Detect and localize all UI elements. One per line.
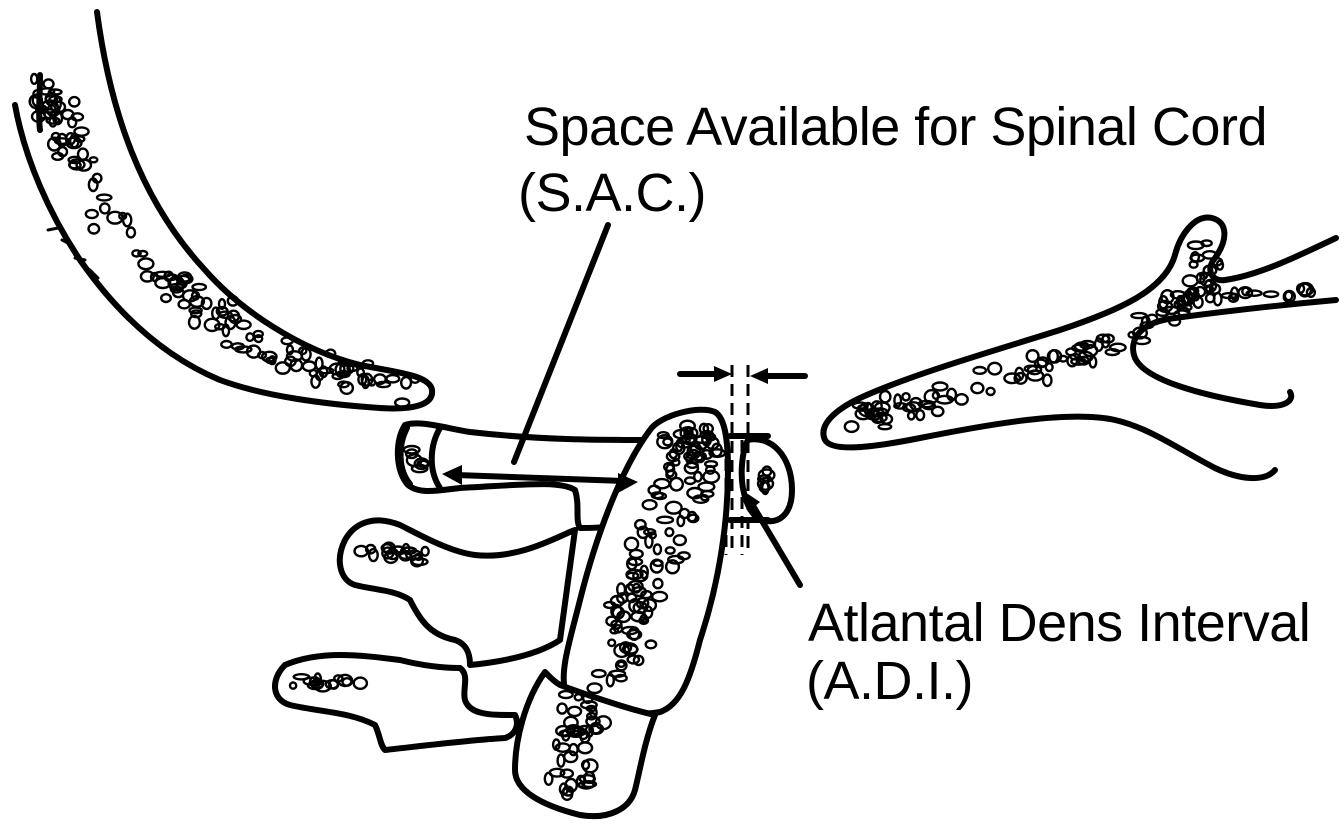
sac-leader-line (514, 225, 608, 462)
adi-title-label: Atlantal Dens Interval (808, 596, 1310, 650)
bone-texture (276, 362, 290, 373)
arrow-right-head (714, 366, 732, 382)
c3-spinous-process (275, 655, 517, 750)
bone-texture (138, 258, 153, 269)
bone-texture (193, 284, 206, 290)
arrow-left-head (750, 368, 768, 384)
bone-texture (357, 369, 364, 377)
bone-texture (100, 203, 109, 213)
bone-texture (69, 97, 79, 106)
bone-texture (303, 362, 316, 371)
bone-texture (127, 228, 135, 238)
bone-texture (161, 294, 171, 302)
bone-texture (69, 162, 80, 168)
bone-texture (89, 224, 100, 233)
c2-spinous-process (340, 520, 575, 665)
bone-texture (44, 79, 54, 88)
sac-abbreviation-label: (S.A.C.) (518, 166, 706, 220)
bone-texture (401, 377, 411, 388)
bone-texture (86, 210, 98, 218)
bone-texture (31, 74, 37, 84)
bone-texture (246, 333, 253, 341)
skull-base (823, 218, 1336, 479)
adi-abbreviation-label: (A.D.I.) (806, 654, 973, 708)
bone-texture (78, 149, 88, 160)
occipital-bone (15, 12, 432, 408)
bone-texture (386, 375, 399, 382)
bone-texture (74, 127, 88, 135)
bone-texture (254, 331, 263, 337)
sac-title-label: Space Available for Spinal Cord (524, 100, 1267, 154)
adi-arrows (680, 366, 805, 384)
bone-texture (221, 341, 231, 348)
bone-texture (97, 195, 111, 201)
